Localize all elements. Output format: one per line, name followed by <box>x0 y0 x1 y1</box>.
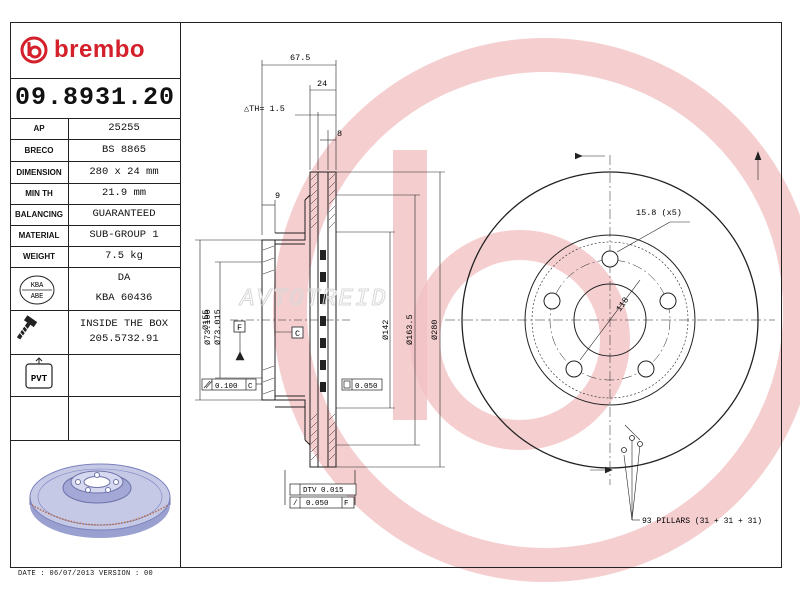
dim-73-100: Ø73.100 <box>203 309 213 345</box>
spec-row-ap: AP 25255 <box>10 118 180 140</box>
spec-label: AP <box>10 118 69 139</box>
vent-slots <box>320 250 326 392</box>
kba-badge-cell: KBA ABE <box>10 268 69 310</box>
dim-9: 9 <box>275 191 280 201</box>
spec-row-material: MATERIAL SUB-GROUP 1 <box>10 225 180 247</box>
spec-row-min-th: MIN TH 21.9 mm <box>10 183 180 205</box>
dtv-value: DTV 0.015 <box>303 487 344 495</box>
pvt-icon: PVT <box>25 357 53 389</box>
spec-row-dimension: DIMENSION 280 x 24 mm <box>10 162 180 184</box>
spec-label: BALANCING <box>10 204 69 225</box>
top-dimensions <box>261 60 337 235</box>
disc-cross-section <box>230 171 350 468</box>
tol-c-ref: C <box>248 383 253 391</box>
spec-value: SUB-GROUP 1 <box>89 229 159 241</box>
datum-f: F <box>237 323 242 333</box>
bolt-holes <box>543 250 677 378</box>
spec-label: WEIGHT <box>10 246 69 267</box>
spec-row-balancing: BALANCING GUARANTEED <box>10 204 180 226</box>
disc-3d-render <box>29 463 171 538</box>
brand-header: brembo <box>10 22 180 79</box>
watermark-text: AVTOTREID <box>238 286 388 313</box>
divider <box>10 354 180 355</box>
spec-value: 280 x 24 mm <box>89 166 159 178</box>
divider <box>10 310 180 311</box>
kba-line1: DA <box>117 272 131 284</box>
spec-label: BRECO <box>10 140 69 161</box>
runout-ref: F <box>344 500 349 508</box>
dim-th: △TH= 1.5 <box>244 104 285 114</box>
sheet-border <box>10 22 782 568</box>
spec-value: GUARANTEED <box>92 208 156 220</box>
front-annotations <box>574 151 762 521</box>
dim-142: Ø142 <box>381 320 391 340</box>
dim-67-5: 67.5 <box>290 53 310 63</box>
dim-8: 8 <box>337 129 342 139</box>
inside-box-line2: 205.5732.91 <box>89 333 159 345</box>
spec-label: MATERIAL <box>10 225 69 246</box>
pillar-markers <box>621 435 643 453</box>
runout-symbol: / <box>293 500 298 508</box>
panel-divider <box>180 22 181 568</box>
tolerance-frame-flatness <box>341 378 383 391</box>
footer-date-version: DATE : 06/07/2013 VERSION : 00 <box>18 570 154 578</box>
runout-value: 0.050 <box>306 500 329 508</box>
dim-163-5: Ø163.5 <box>405 314 415 345</box>
spec-row-breco: BRECO BS 8865 <box>10 140 180 162</box>
spec-label: DIMENSION <box>10 162 69 183</box>
left-dimensions <box>195 239 262 401</box>
spec-value: 7.5 kg <box>105 250 143 262</box>
spec-row-weight: WEIGHT 7.5 kg <box>10 246 180 268</box>
kba-line2: KBA 60436 <box>95 292 153 304</box>
datum-c: C <box>295 329 300 339</box>
divider <box>68 354 69 440</box>
tolerance-frame-runout-c <box>201 378 257 391</box>
spec-value: 21.9 mm <box>101 187 147 199</box>
dim-280: Ø280 <box>430 320 440 340</box>
brembo-logo-icon <box>20 36 48 64</box>
kba-badge-icon: KBA ABE <box>19 275 55 305</box>
kba-badge-top: KBA <box>31 282 44 290</box>
screw-icon <box>16 315 38 340</box>
spec-label: MIN TH <box>10 183 69 204</box>
tol-flat-value: 0.050 <box>355 383 378 391</box>
part-number: 09.8931.20 <box>10 78 180 119</box>
tol-c-value: 0.100 <box>215 383 238 391</box>
screw-cell <box>10 310 69 354</box>
divider <box>10 396 180 397</box>
kba-badge-bottom: ABE <box>31 293 44 301</box>
dim-73-015: Ø73.015 <box>213 309 223 345</box>
dim-24: 24 <box>317 79 327 89</box>
divider <box>10 440 180 441</box>
dim-155: Ø155 <box>201 310 211 330</box>
spec-value: 25255 <box>108 122 140 134</box>
inside-box-line1: INSIDE THE BOX <box>79 318 169 330</box>
spec-value: BS 8865 <box>101 144 147 156</box>
hole-spec: 15.8 (x5) <box>636 208 682 218</box>
pillars-spec: 93 PILLARS (31 + 31 + 31) <box>642 517 762 526</box>
brand-name: brembo <box>54 36 146 63</box>
tolerance-frame-dtv <box>284 470 357 509</box>
section-hatching <box>262 173 336 461</box>
right-dimensions <box>336 171 445 468</box>
pvt-label: PVT <box>31 374 48 384</box>
